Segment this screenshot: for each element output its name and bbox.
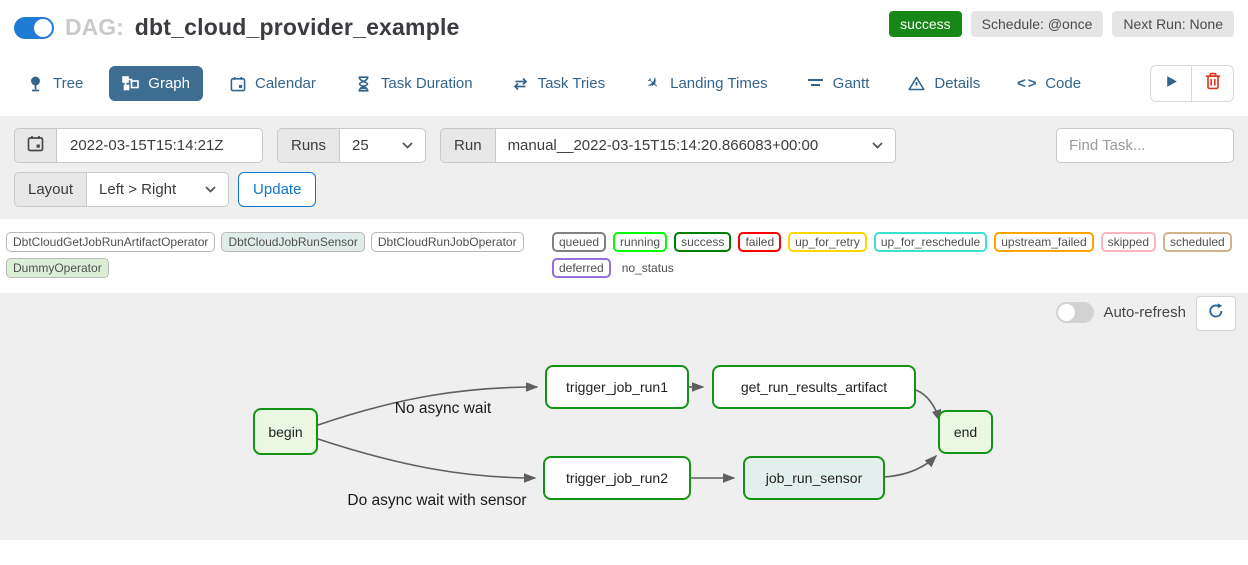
tab-label: Landing Times [670, 75, 768, 92]
edge-get_run_results_artifact-to-end [915, 389, 942, 423]
tab-calendar[interactable]: Calendar [216, 66, 329, 101]
refresh-icon [1207, 302, 1225, 325]
edge-begin-to-trigger_job_run1 [317, 382, 539, 426]
toggle-knob [1058, 304, 1076, 321]
gantt-icon [807, 75, 824, 92]
tab-label: Code [1045, 75, 1082, 92]
edge-job_run_sensor-to-end [884, 454, 938, 478]
layout-value: Left > Right [99, 181, 177, 198]
operator-badge: DummyOperator [6, 258, 109, 278]
auto-refresh-label: Auto-refresh [1103, 304, 1186, 321]
task-node-job_run_sensor[interactable]: job_run_sensor [743, 456, 885, 500]
base-date-calendar-button[interactable] [14, 128, 57, 163]
task-node-begin[interactable]: begin [253, 408, 318, 455]
status-badge-queued: queued [552, 232, 607, 252]
code-icon: <> [1016, 75, 1039, 92]
dag-pause-toggle[interactable] [14, 16, 54, 39]
operator-badge: DbtCloudRunJobOperator [370, 232, 524, 252]
delete-dag-button[interactable] [1192, 65, 1234, 102]
refresh-button[interactable] [1196, 296, 1236, 331]
status-badge-success: success [674, 232, 732, 252]
calendar-icon [229, 75, 246, 92]
base-date-input[interactable]: 2022-03-15T15:14:21Z [57, 128, 263, 163]
next-run-badge: Next Run: None [1112, 10, 1234, 37]
tab-graph[interactable]: Graph [109, 66, 203, 101]
dag-run-select[interactable]: manual__2022-03-15T15:14:20.866083+00:00 [495, 128, 896, 163]
edge-begin-to-trigger_job_run2 [317, 438, 537, 483]
tab-task-tries[interactable]: Task Tries [499, 66, 619, 101]
trigger-dag-button[interactable] [1150, 65, 1192, 102]
runs-label: Runs [277, 128, 341, 163]
task-node-get_run_results_artifact[interactable]: get_run_results_artifact [712, 365, 916, 409]
calendar-icon [27, 135, 44, 156]
status-badge-running: running [613, 232, 668, 252]
status-badge-failed: failed [738, 232, 782, 252]
tab-tree[interactable]: Tree [14, 66, 96, 101]
chevron-down-icon [871, 142, 883, 149]
play-icon [1164, 74, 1179, 94]
tab-label: Task Tries [537, 75, 606, 92]
layout-select[interactable]: Left > Right [87, 172, 230, 207]
update-button[interactable]: Update [238, 172, 317, 207]
toggle-knob [34, 18, 52, 37]
trash-icon [1205, 72, 1221, 95]
tab-label: Gantt [832, 75, 870, 92]
page-title: dbt_cloud_provider_example [134, 14, 460, 40]
graph-edges: No async wait Do async wait with sensor [317, 382, 942, 509]
edge-label: No async wait [395, 400, 492, 417]
dag-graph-canvas: No async wait Do async wait with sensor A… [0, 293, 1248, 540]
tab-code[interactable]: <> Code [1006, 66, 1094, 101]
tab-label: Tree [53, 75, 84, 92]
plane-landing-icon: ✈ [642, 72, 663, 95]
status-badge-skipped: skipped [1100, 232, 1156, 252]
dag-header: DAG: dbt_cloud_provider_example success … [0, 0, 1248, 41]
operator-badge: DbtCloudJobRunSensor [221, 232, 365, 252]
run-label: Run [440, 128, 496, 163]
task-node-trigger_job_run1[interactable]: trigger_job_run1 [545, 365, 689, 409]
tab-label: Calendar [255, 75, 316, 92]
chevron-down-icon [402, 142, 413, 149]
view-tabbar: Tree Graph Calendar Task Duration Task Tries… [0, 65, 1248, 102]
graph-icon [122, 75, 140, 92]
status-badge-scheduled: scheduled [1163, 232, 1232, 252]
tab-details[interactable]: Details [895, 66, 993, 101]
triangle-icon [908, 75, 925, 92]
tree-icon [27, 75, 44, 92]
tab-label: Details [934, 75, 981, 92]
status-badge-upstream_failed: upstream_failed [994, 232, 1094, 252]
tab-label: Graph [148, 75, 190, 92]
tab-gantt[interactable]: Gantt [794, 66, 883, 101]
filter-panel: 2022-03-15T15:14:21Z Runs 25 Run manual_… [0, 116, 1248, 219]
hourglass-icon [355, 75, 372, 92]
task-node-end[interactable]: end [938, 410, 993, 454]
tab-landing-times[interactable]: ✈ Landing Times [631, 66, 781, 101]
num-runs-select[interactable]: 25 [340, 128, 427, 163]
auto-refresh-toggle[interactable] [1056, 302, 1095, 323]
dag-state-badge: success [889, 10, 962, 37]
status-legend: queued running success failed up_for_retry up… [552, 232, 1240, 278]
task-node-trigger_job_run2[interactable]: trigger_job_run2 [543, 456, 691, 500]
operator-badge: DbtCloudGetJobRunArtifactOperator [6, 232, 216, 252]
chevron-down-icon [205, 186, 216, 193]
status-label-no-status: no_status [621, 261, 674, 275]
dag-run-value: manual__2022-03-15T15:14:20.866083+00:00 [507, 137, 819, 154]
layout-label: Layout [14, 172, 88, 207]
tab-label: Task Duration [380, 75, 473, 92]
find-task-input[interactable] [1056, 128, 1234, 163]
num-runs-value: 25 [352, 137, 369, 154]
edge-label: Do async wait with sensor [347, 492, 526, 509]
tab-task-duration[interactable]: Task Duration [342, 66, 486, 101]
status-badge-up_for_reschedule: up_for_reschedule [873, 232, 988, 252]
status-badge-deferred: deferred [552, 258, 611, 278]
dag-label: DAG: [65, 14, 124, 40]
schedule-badge: Schedule: @once [970, 10, 1104, 37]
status-badge-up_for_retry: up_for_retry [788, 232, 867, 252]
repeat-icon [512, 75, 529, 92]
